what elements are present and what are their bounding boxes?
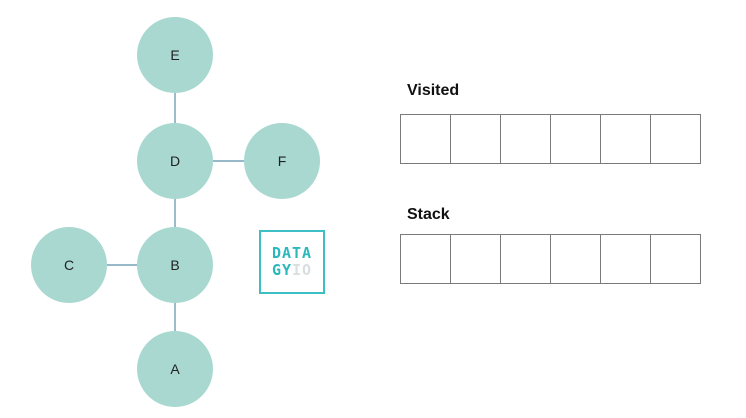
visited-slot [401,114,451,164]
stack-slot [551,234,601,284]
visited-slot [451,114,501,164]
node-circle [31,227,107,303]
node-circle [137,17,213,93]
stack-slot [401,234,451,284]
logo-text-data: DATA [271,244,313,262]
stack-slot [451,234,501,284]
node-circle [137,227,213,303]
node-label: C [64,257,74,273]
node-f: F [244,123,320,199]
node-e: E [137,17,213,93]
logo-line-2: GYIO [272,262,312,279]
node-b: B [137,227,213,303]
node-label: A [170,361,180,377]
visited-slots [400,114,701,164]
node-label: F [278,153,287,169]
logo-text-io: IO [292,261,313,279]
visited-title: Visited [407,82,460,99]
visited-slot [651,114,701,164]
node-a: A [137,331,213,407]
visited-slot [601,114,651,164]
node-d: D [137,123,213,199]
stack-title: Stack [407,206,450,223]
node-circle [244,123,320,199]
node-circle [137,331,213,407]
stack-slot [501,234,551,284]
stack-slot [651,234,701,284]
node-label: E [170,47,179,63]
node-label: B [170,257,179,273]
visited-slot [551,114,601,164]
logo-text-gy: GY [271,261,292,279]
node-circle [137,123,213,199]
logo-line-1: DATA [272,245,312,262]
stack-slots [400,234,701,284]
visited-slot [501,114,551,164]
node-c: C [31,227,107,303]
node-label: D [170,153,180,169]
datagyio-logo: DATA GYIO [259,230,325,294]
graph-nodes: E D F B C A [31,17,320,407]
graph-edges [107,93,244,331]
stack-slot [601,234,651,284]
